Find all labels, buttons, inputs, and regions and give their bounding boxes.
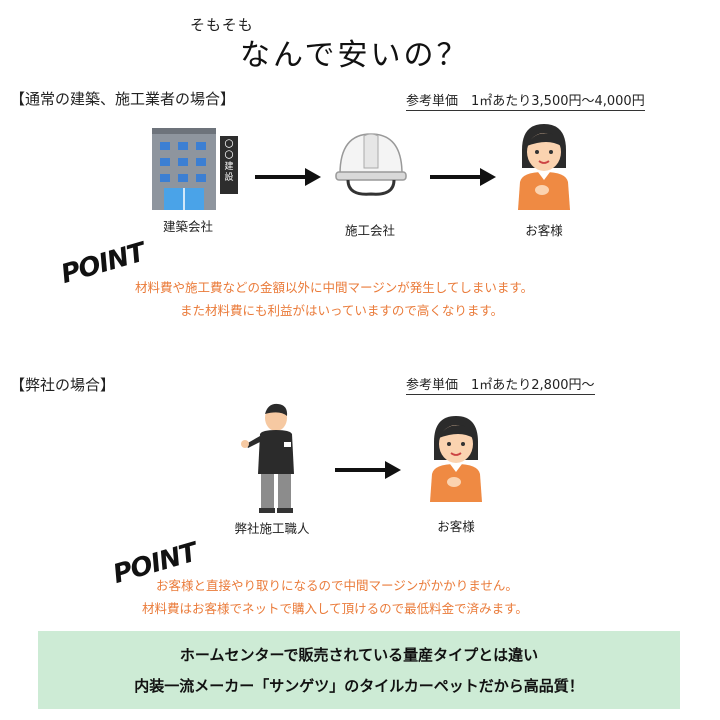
arrow-right-icon xyxy=(335,461,401,479)
page-title: なんで安いの？ xyxy=(240,38,470,73)
flow-label-customer: お客様 xyxy=(437,519,475,534)
note-line: また材料費にも利益がはいっていますので高くなります。 xyxy=(180,303,504,318)
note-line: 材料費や施工費などの金額以外に中間マージンが発生してしまいます。 xyxy=(135,280,534,295)
flow-label-building-company: 建築会社 xyxy=(162,219,213,234)
hard-hat-icon xyxy=(335,133,407,196)
note-line: お客様と直接やり取りになるので中間マージンがかかりません。 xyxy=(156,578,518,593)
section-heading-normal: 【通常の建築、施工業者の場合】 xyxy=(10,90,236,108)
building-icon xyxy=(152,128,238,210)
price-ours: 参考単価 1㎡あたり2,800円〜 xyxy=(406,374,595,395)
flow-label-customer: お客様 xyxy=(525,223,563,238)
building-sign: 〇〇建設 xyxy=(224,140,234,183)
banner-line: ホームセンターで販売されている量産タイプとは違い xyxy=(179,646,539,664)
flow-label-construction-company: 施工会社 xyxy=(344,223,395,238)
customer-woman-icon xyxy=(518,124,570,210)
banner-line: 内装一流メーカー「サンゲツ」のタイルカーペットだから高品質！ xyxy=(134,677,584,695)
arrow-right-icon xyxy=(430,168,496,186)
flow-label-our-craftsman: 弊社施工職人 xyxy=(234,521,310,536)
customer-woman-icon xyxy=(430,416,482,502)
craftsman-icon xyxy=(241,403,294,513)
quality-banner: ホームセンターで販売されている量産タイプとは違い 内装一流メーカー「サンゲツ」の… xyxy=(38,631,680,709)
price-normal: 参考単価 1㎡あたり3,500円〜4,000円 xyxy=(406,90,645,111)
page-subtitle: そもそも xyxy=(190,16,254,34)
section-heading-ours: 【弊社の場合】 xyxy=(10,376,116,394)
note-line: 材料費はお客様でネットで購入して頂けるので最低料金で済みます。 xyxy=(142,601,528,616)
arrow-right-icon xyxy=(255,168,321,186)
